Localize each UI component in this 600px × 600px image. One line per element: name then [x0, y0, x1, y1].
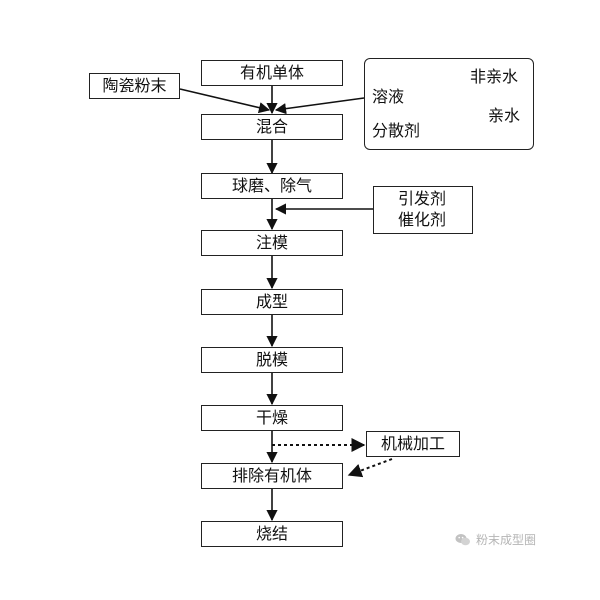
non-hydrophilic-label: 非亲水	[470, 67, 519, 86]
step-drying: 干燥	[201, 405, 343, 431]
input-ceramic-powder: 陶瓷粉末	[89, 73, 180, 99]
additives-box	[373, 186, 473, 234]
wechat-icon	[455, 533, 470, 545]
step-ball-milling-degassing: 球磨、除气	[201, 173, 343, 199]
dispersant-label: 分散剂	[372, 121, 421, 140]
step-demolding: 脱模	[201, 347, 343, 373]
catalyst-label: 催化剂	[398, 210, 447, 229]
hydrophilic-label: 亲水	[488, 106, 521, 125]
initiator-label: 引发剂	[398, 189, 447, 208]
step-sintering: 烧结	[201, 521, 343, 547]
arrow-solution-to-mixing	[274, 97, 365, 115]
solution-group-box	[364, 58, 534, 150]
machining-box: 机械加工	[366, 431, 460, 457]
solution-label: 溶液	[372, 87, 405, 106]
watermark-text: 粉末成型圈	[476, 533, 537, 547]
step-organic-monomer: 有机单体	[201, 60, 343, 86]
step-forming: 成型	[201, 289, 343, 315]
step-mixing: 混合	[201, 114, 343, 140]
step-organic-removal: 排除有机体	[201, 463, 343, 489]
step-injection-molding: 注模	[201, 230, 343, 256]
arrow-ceramic-powder-to-mixing	[179, 88, 271, 114]
watermark: 粉末成型圈	[455, 531, 536, 548]
dotted-arrow-machining-to-organic-removal	[347, 458, 393, 478]
